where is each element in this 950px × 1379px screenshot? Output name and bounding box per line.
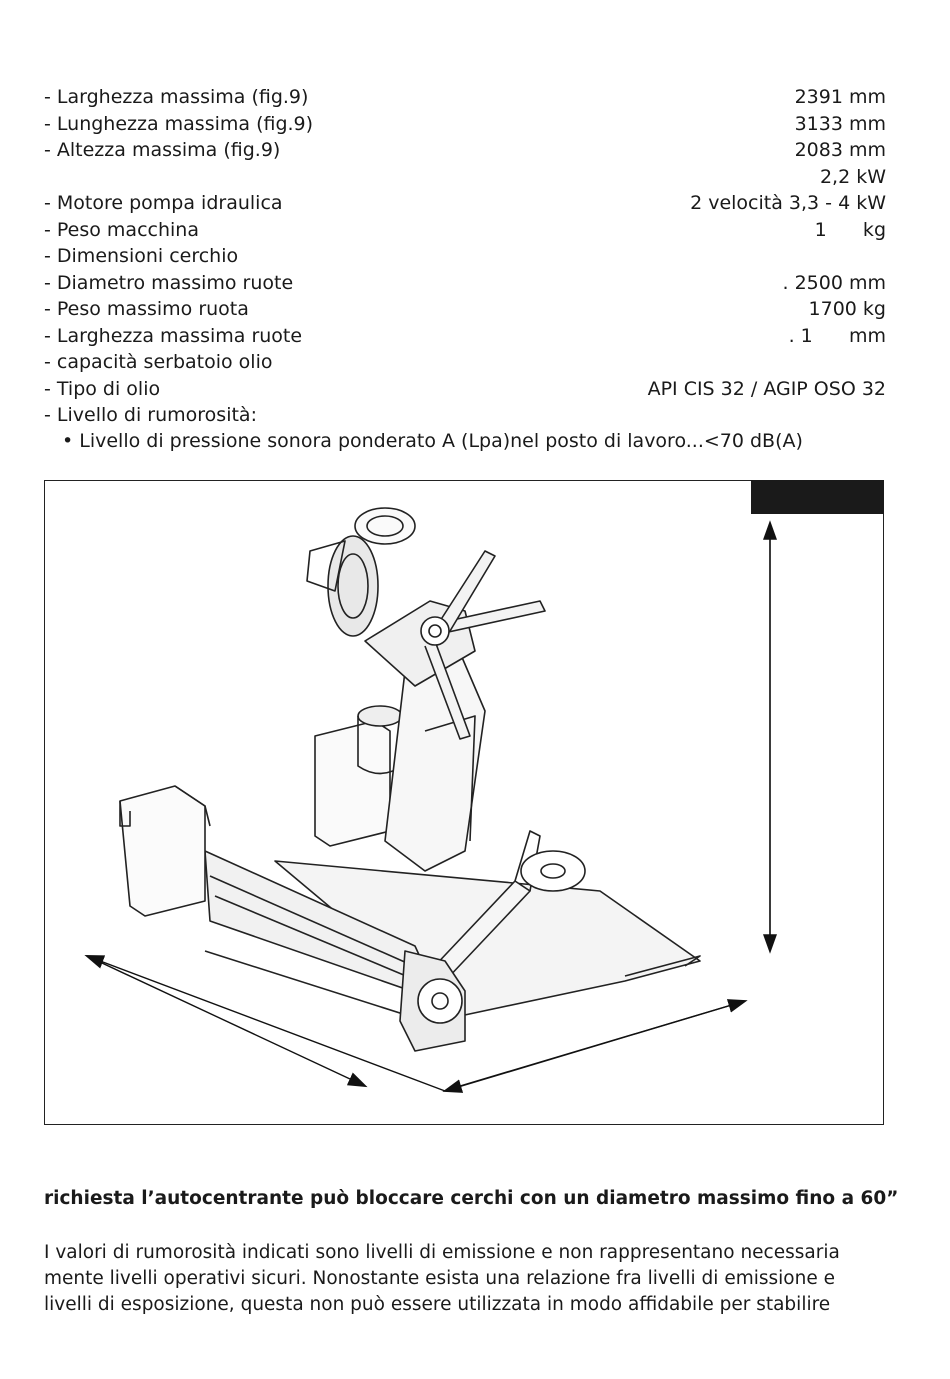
spec-row: - Livello di rumorosità: — [44, 402, 886, 429]
spec-list: - Larghezza massima (fig.9) 2391 mm - Lun… — [44, 84, 886, 429]
spec-label: - Livello di rumorosità: — [44, 404, 257, 426]
spec-row: - Lunghezza massima (fig.9) 3133 mm — [44, 111, 886, 138]
figure-label-tab — [751, 480, 884, 514]
spec-row: - Altezza massima (fig.9) 2083 mm — [44, 137, 886, 164]
spec-value: 2083 mm — [794, 139, 886, 161]
spec-row: 2,2 kW — [44, 164, 886, 191]
spec-label: - Peso macchina — [44, 218, 199, 241]
noise-level-bullet: • Livello di pressione sonora ponderato … — [62, 430, 803, 452]
spec-label: - capacità serbatoio olio — [44, 351, 273, 373]
spec-label: - Tipo di olio — [44, 377, 161, 400]
spec-value: API CIS 32 / AGIP OSO 32 — [647, 377, 886, 400]
spec-row: - Larghezza massima (fig.9) 2391 mm — [44, 84, 886, 111]
spec-value: . 2500 mm — [782, 271, 887, 294]
spec-row: - capacità serbatoio olio — [44, 349, 886, 376]
machine-illustration — [84, 507, 777, 1093]
paragraph-line: livelli di esposizione, questa non può e… — [44, 1294, 831, 1315]
wheel-clamp-note: richiesta l’autocentrante può bloccare c… — [44, 1188, 899, 1209]
spec-value: 2,2 kW — [819, 165, 886, 188]
spec-row: - Peso massimo ruota 1700 kg — [44, 296, 886, 323]
spec-row: - Dimensioni cerchio — [44, 243, 886, 270]
spec-label: - Larghezza massima ruote — [44, 324, 303, 347]
spec-value: . 1 mm — [788, 324, 886, 347]
spec-value: 1700 kg — [808, 298, 886, 320]
paragraph-line: mente livelli operativi sicuri. Nonostan… — [44, 1268, 835, 1289]
spec-label: - Dimensioni cerchio — [44, 245, 239, 267]
spec-label: - Peso massimo ruota — [44, 298, 249, 320]
spec-label: - Lunghezza massima (fig.9) — [44, 112, 314, 135]
spec-label: - Altezza massima (fig.9) — [44, 139, 281, 161]
spec-row: - Motore pompa idraulica 2 velocità 3,3 -… — [44, 190, 886, 217]
paragraph-line: I valori di rumorosità indicati sono liv… — [44, 1242, 840, 1263]
spec-value: 1 kg — [814, 218, 886, 241]
spec-label: - Motore pompa idraulica — [44, 192, 283, 214]
spec-label: - Diametro massimo ruote — [44, 271, 294, 294]
spec-label: - Larghezza massima (fig.9) — [44, 86, 309, 108]
spec-value: 3133 mm — [794, 112, 886, 135]
machine-figure — [44, 480, 884, 1125]
spec-row: - Tipo di olio API CIS 32 / AGIP OSO 32 — [44, 376, 886, 403]
spec-value: 2391 mm — [794, 86, 886, 108]
noise-disclaimer-paragraph: I valori di rumorosità indicati sono liv… — [44, 1240, 886, 1318]
spec-row: - Diametro massimo ruote . 2500 mm — [44, 270, 886, 297]
spec-row: - Larghezza massima ruote . 1 mm — [44, 323, 886, 350]
spec-row: - Peso macchina 1 kg — [44, 217, 886, 244]
spec-value: 2 velocità 3,3 - 4 kW — [690, 192, 886, 214]
